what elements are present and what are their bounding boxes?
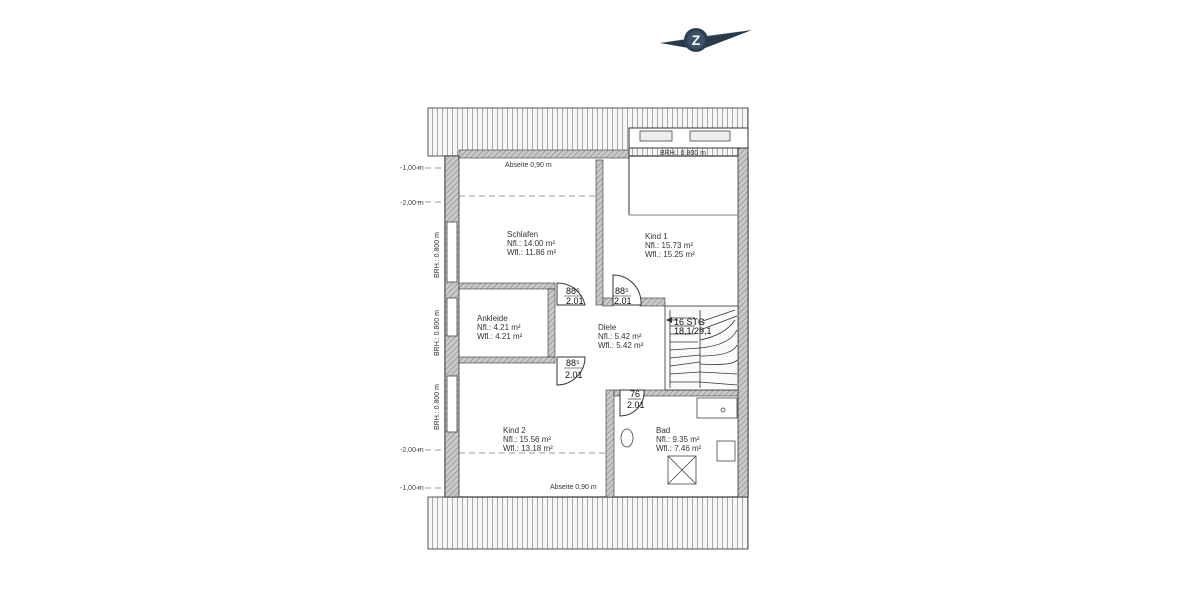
door-height: 2.01 — [565, 370, 583, 380]
door-label: 76 2.01 — [627, 389, 645, 410]
level-markers: -1,00 m -2,00 m -2,00 m -1,00 m — [400, 165, 424, 492]
room-diele: Diele Nfl.: 5.42 m² Wfl.: 5.42 m² — [598, 323, 644, 350]
compass-icon: Z — [660, 28, 752, 52]
dormer-windows — [628, 130, 738, 216]
room-nfl: Nfl.: 15.73 m² — [645, 241, 693, 250]
door-height: 2.01 — [614, 296, 632, 306]
door-height: 2.01 — [627, 400, 645, 410]
room-name: Schlafen — [507, 230, 538, 239]
abseite-top-label: Abseite 0,90 m — [505, 162, 552, 169]
room-name: Kind 1 — [645, 232, 668, 241]
bathroom-fixtures — [620, 397, 738, 485]
room-nfl: Nfl.: 9.35 m² — [656, 435, 700, 444]
room-kind2: Kind 2 Nfl.: 15.56 m² Wfl.: 13.18 m² — [503, 426, 553, 453]
door-label: 88⁵ 2.01 — [613, 286, 632, 306]
staircase — [664, 305, 739, 391]
room-kind1: Kind 1 Nfl.: 15.73 m² Wfl.: 15.25 m² — [645, 232, 695, 259]
washbasin-icon — [716, 440, 736, 462]
door-width: 88⁵ — [566, 358, 580, 368]
room-nfl: Nfl.: 15.56 m² — [503, 435, 551, 444]
shower-tray — [696, 397, 738, 419]
roof-overhang-bottom — [427, 496, 749, 550]
room-nfl: Nfl.: 4.21 m² — [477, 323, 521, 332]
room-wfl: Wfl.: 11.86 m² — [507, 248, 557, 257]
level-marker: -2,00 m — [400, 447, 424, 454]
brh-top-label: BRH.: 0.800 m — [660, 150, 706, 157]
room-wfl: Wfl.: 13.18 m² — [503, 444, 553, 453]
interior-walls — [458, 159, 739, 498]
door-width: 88⁵ — [615, 286, 629, 296]
door-swings — [556, 274, 645, 417]
door-width: 88⁵ — [566, 286, 580, 296]
room-nfl: Nfl.: 5.42 m² — [598, 332, 642, 341]
room-bad: Bad Nfl.: 9.35 m² Wfl.: 7.46 m² — [656, 426, 702, 453]
compass-letter: Z — [692, 32, 701, 48]
stair-count: 16 STG — [674, 317, 705, 327]
toilet-icon — [620, 428, 634, 448]
level-marker: -2,00 m — [400, 200, 424, 207]
ceiling-lines — [415, 167, 606, 489]
room-wfl: Wfl.: 15.25 m² — [645, 250, 695, 259]
level-marker: -1,00 m — [400, 485, 424, 492]
side-windows — [446, 221, 458, 433]
shower-drain-icon — [720, 407, 726, 413]
abseite-bottom-label: Abseite 0,90 m — [550, 484, 597, 491]
room-schlafen: Schlafen Nfl.: 14.00 m² Wfl.: 11.86 m² — [507, 230, 557, 257]
room-name: Ankleide — [477, 314, 508, 323]
brh-label: BRH.: 0.800 m — [434, 232, 441, 278]
room-wfl: Wfl.: 5.42 m² — [598, 341, 644, 350]
room-wfl: Wfl.: 4.21 m² — [477, 332, 523, 341]
room-name: Kind 2 — [503, 426, 526, 435]
room-nfl: Nfl.: 14.00 m² — [507, 239, 555, 248]
room-wfl: Wfl.: 7.46 m² — [656, 444, 702, 453]
door-width: 76 — [630, 389, 640, 399]
room-name: Diele — [598, 323, 617, 332]
brh-label: BRH.: 0.800 m — [434, 310, 441, 356]
room-name: Bad — [656, 426, 670, 435]
door-height: 2.01 — [566, 296, 584, 306]
stair-ratio: 18,1/29,1 — [674, 326, 712, 336]
door-label: 88⁵ 2.01 — [564, 358, 583, 380]
stair-label: 16 STG 18,1/29,1 — [674, 317, 712, 336]
room-ankleide: Ankleide Nfl.: 4.21 m² Wfl.: 4.21 m² — [477, 314, 523, 341]
door-label: 88⁵ 2.01 — [564, 286, 584, 306]
brh-label: BRH.: 0.800 m — [434, 384, 441, 430]
level-marker: -1,00 m — [400, 165, 424, 172]
